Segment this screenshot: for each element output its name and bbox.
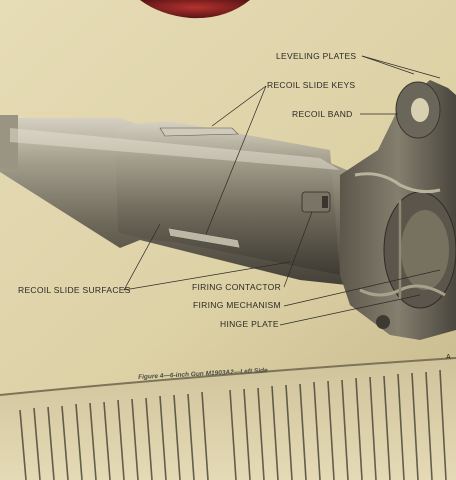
label-recoil-slide-surfaces: RECOIL SLIDE SURFACES [18,285,131,295]
leader-firing-mechanism [283,269,441,307]
recoil-slide-key-top [159,127,239,137]
page-fold [0,357,456,396]
label-firing-mechanism: FIRING MECHANISM [193,300,281,310]
label-recoil-slide-keys: RECOIL SLIDE KEYS [267,80,356,90]
leader-leveling-plates [361,55,441,79]
leader-hinge-plate [279,294,421,326]
leader-recoil-slide-keys [211,85,267,127]
label-leveling-plates: LEVELING PLATES [276,51,357,61]
tubing-1 [354,172,441,194]
barrel-highlight [10,128,340,170]
firing-contactor-cap [322,196,328,208]
leader-firing-contactor [283,211,313,288]
leader-recoil-slide-surfaces-2 [123,261,291,291]
label-hinge-plate: HINGE PLATE [220,319,279,329]
red-object [140,0,250,19]
leader-leveling-plates-2 [361,55,415,75]
leader-recoil-slide-keys-2 [205,85,267,235]
recoil-band-hole [411,98,429,122]
leader-lines [123,55,441,326]
label-recoil-band: RECOIL BAND [292,109,353,119]
recoil-slide-surface [167,227,241,249]
lower-page-text [19,369,447,480]
breech-inner [401,210,449,290]
label-firing-contactor: FIRING CONTACTOR [192,282,282,292]
leader-recoil-slide-surfaces [123,223,161,291]
corner-mark: A [446,354,451,361]
hinge-bolt [376,315,390,329]
muzzle [0,115,18,170]
